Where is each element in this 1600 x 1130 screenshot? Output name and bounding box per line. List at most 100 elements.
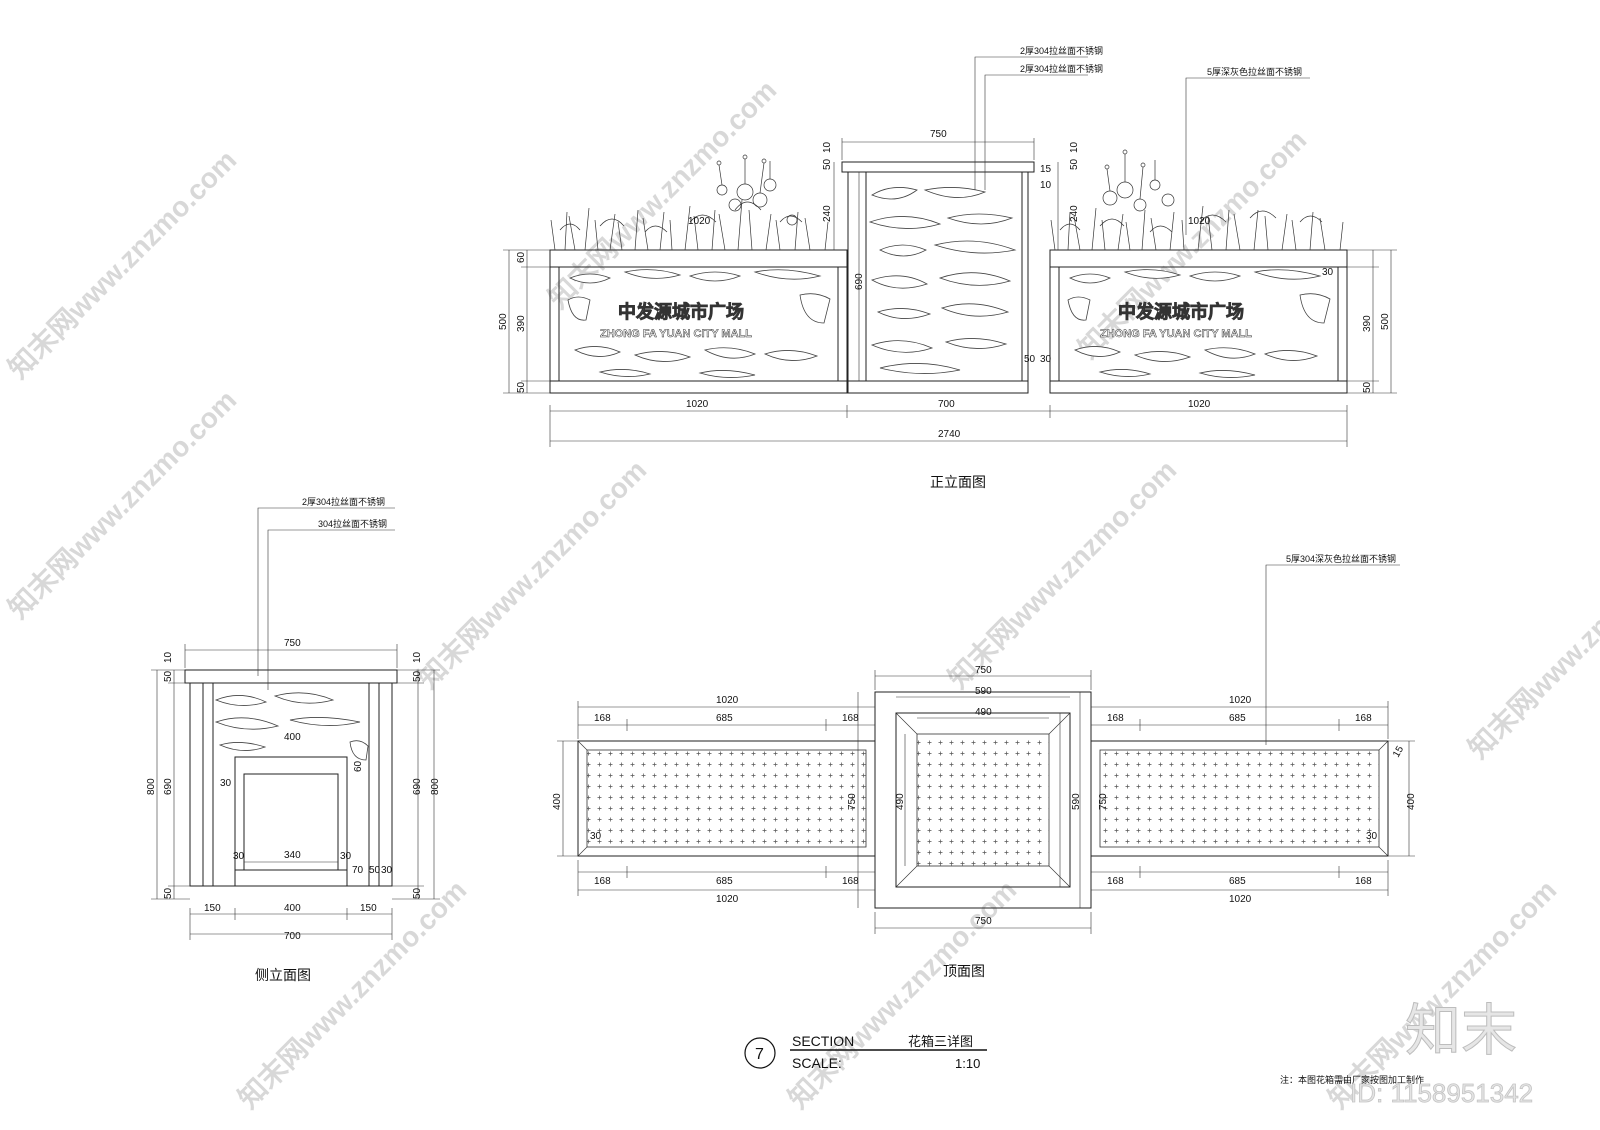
dim-plant-h-r: 240 xyxy=(1069,205,1080,222)
dim-d50: 50 xyxy=(1024,354,1036,365)
planting-right xyxy=(1050,149,1344,251)
dim-side-t50-r: 50 xyxy=(412,670,423,682)
dim-t15: 15 xyxy=(1040,164,1052,175)
dim-side-b700: 700 xyxy=(284,931,301,942)
dim-side-top: 750 xyxy=(284,638,301,649)
dim-top-l-1020b: 1020 xyxy=(716,894,739,905)
dim-top-l-685: 685 xyxy=(716,713,733,724)
front-material-2: 2厚304拉丝面不锈钢 xyxy=(1020,63,1103,74)
dim-top-h750-l: 750 xyxy=(847,793,858,810)
top-dims xyxy=(557,670,1415,934)
front-elevation: 中发源城市广场 ZHONG FA YUAN CITY MALL 中发源城市广场 … xyxy=(498,45,1397,490)
dim-h-base-l: 50 xyxy=(516,381,527,393)
dim-box-left: 1020 xyxy=(686,399,709,410)
dim-side-t50-l: 50 xyxy=(163,670,174,682)
dim-h-base-r: 50 xyxy=(1362,381,1373,393)
section-name: 花箱三详图 xyxy=(908,1034,973,1049)
left-cut-pattern xyxy=(567,269,831,378)
dim-side-t10-r: 10 xyxy=(412,651,423,663)
dim-top-r-1020b: 1020 xyxy=(1229,894,1252,905)
dim-top-r-685: 685 xyxy=(1229,713,1246,724)
dim-top-l-168c: 168 xyxy=(594,876,611,887)
dim-side-h-base-l: 50 xyxy=(163,887,174,899)
dim-top-width: 750 xyxy=(930,129,947,140)
dim-plant-left: 1020 xyxy=(688,216,711,227)
central-top-cap xyxy=(841,161,1035,173)
watermark-text: 知末网www.znzmo.com xyxy=(782,873,1023,1114)
dim-t10: 10 xyxy=(1040,180,1052,191)
left-planter-panel xyxy=(558,266,839,382)
dim-plant-right: 1020 xyxy=(1188,216,1211,227)
left-logo-en: ZHONG FA YUAN CITY MALL xyxy=(600,328,752,340)
section-scale: 1:10 xyxy=(955,1056,980,1071)
dim-side-t50-b: 50 xyxy=(369,865,381,876)
dim-side-t30-b: 30 xyxy=(233,851,245,862)
dim-box-right: 1020 xyxy=(1188,399,1211,410)
dim-side-inner2: 340 xyxy=(284,850,301,861)
dim-t50-l: 50 xyxy=(822,158,833,170)
dim-top-h30-l: 30 xyxy=(590,831,602,842)
dim-side-b400: 400 xyxy=(284,903,301,914)
side-material-2: 304拉丝面不锈钢 xyxy=(318,518,387,529)
front-material-1: 2厚304拉丝面不锈钢 xyxy=(1020,45,1103,56)
dim-side-h-total-l: 800 xyxy=(146,778,157,795)
dim-top-490: 490 xyxy=(975,707,992,718)
dim-h-cap-l: 60 xyxy=(516,251,527,263)
top-center-mid xyxy=(895,712,1071,888)
section-label: SECTION xyxy=(792,1033,854,1049)
dim-top-750: 750 xyxy=(975,665,992,676)
section-number: 7 xyxy=(755,1046,764,1063)
top-view: 5厚304深灰色拉丝面不锈钢 750 590 490 750 1020 168 … xyxy=(552,553,1417,979)
dim-d30: 30 xyxy=(1040,354,1052,365)
dim-top-h400-l: 400 xyxy=(552,793,563,810)
watermark-text: 知末网www.znzmo.com xyxy=(1462,523,1600,764)
section-number-circle xyxy=(744,1037,776,1069)
dim-t10-l: 10 xyxy=(822,141,833,153)
dim-h-total-l: 500 xyxy=(498,313,509,330)
dim-side-h-body-r: 690 xyxy=(412,778,423,795)
side-elevation: 2厚304拉丝面不锈钢 304拉丝面不锈钢 750 400 340 800 69… xyxy=(146,496,441,983)
dim-top-l-1020: 1020 xyxy=(716,695,739,706)
dim-top-l-168b: 168 xyxy=(842,713,859,724)
dim-top-l-685b: 685 xyxy=(716,876,733,887)
dim-top-r-168b: 168 xyxy=(1355,713,1372,724)
section-tag: 7 SECTION SCALE: 花箱三详图 1:10 xyxy=(744,1033,987,1071)
dim-top-l-168d: 168 xyxy=(842,876,859,887)
dim-t30-r: 30 xyxy=(1322,267,1334,278)
dim-top-h400-r: 400 xyxy=(1406,793,1417,810)
id-watermark: ID: 1158951342 xyxy=(1350,1078,1533,1108)
dim-side-t70: 70 xyxy=(352,865,364,876)
dim-side-t30-a: 30 xyxy=(220,778,232,789)
dim-top-h30-r: 30 xyxy=(1366,831,1378,842)
watermark-text: 知末网www.znzmo.com xyxy=(2,383,243,624)
dim-top-r-168c: 168 xyxy=(1107,876,1124,887)
dim-plant-h-l: 240 xyxy=(822,205,833,222)
dim-side-t60: 60 xyxy=(353,760,364,772)
dim-top-h750-r: 750 xyxy=(1098,793,1109,810)
dim-top-r-168d: 168 xyxy=(1355,876,1372,887)
top-material: 5厚304深灰色拉丝面不锈钢 xyxy=(1286,553,1396,564)
dim-total: 2740 xyxy=(938,429,961,440)
front-elevation-title: 正立面图 xyxy=(930,474,986,490)
dim-top-590: 590 xyxy=(975,686,992,697)
side-elevation-title: 侧立面图 xyxy=(255,967,311,983)
dim-top-h590: 590 xyxy=(1071,793,1082,810)
right-cut-pattern xyxy=(1067,269,1331,378)
top-view-title: 顶面图 xyxy=(943,963,985,979)
dim-h-total-r: 500 xyxy=(1380,313,1391,330)
side-top-cap xyxy=(184,669,398,684)
front-dims xyxy=(503,138,1397,447)
top-center-outer xyxy=(874,691,1092,909)
dim-side-b150b: 150 xyxy=(360,903,377,914)
central-column xyxy=(847,171,1029,394)
dim-t50-r: 50 xyxy=(1069,158,1080,170)
dim-side-inner: 400 xyxy=(284,732,301,743)
top-leaders xyxy=(1265,564,1400,745)
right-logo-cn: 中发源城市广场 xyxy=(1118,301,1244,322)
watermark-text: 知末网www.znzmo.com xyxy=(412,453,653,694)
dim-side-h-total-r: 800 xyxy=(430,778,441,795)
dim-side-h-body-l: 690 xyxy=(163,778,174,795)
watermark-text: 知末网www.znzmo.com xyxy=(2,143,243,384)
dim-top-l-168a: 168 xyxy=(594,713,611,724)
